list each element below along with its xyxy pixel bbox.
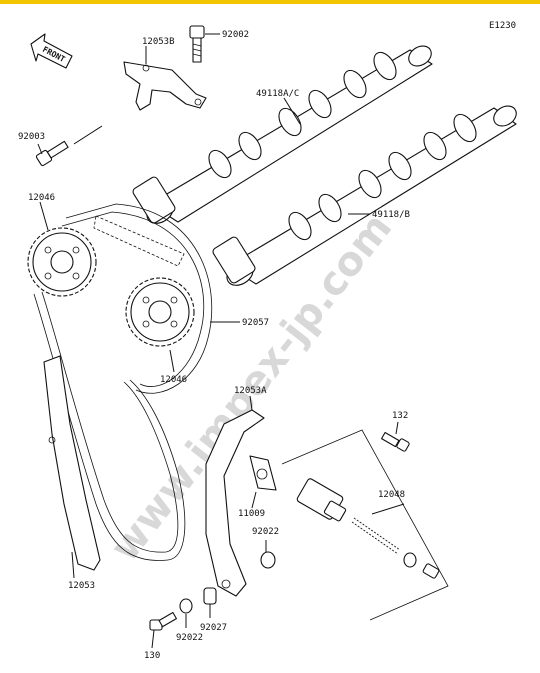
label-130: 130 (144, 651, 160, 661)
tensioner-assembly (281, 429, 449, 621)
chain-guide-12053 (43, 355, 101, 571)
label-11009: 11009 (238, 509, 265, 519)
label-92057: 92057 (242, 318, 269, 328)
camshaft-lower (212, 105, 517, 286)
sprocket-upper (27, 227, 97, 297)
label-12048: 12048 (378, 490, 405, 500)
accent-bar (0, 0, 540, 4)
label-92022-b: 92022 (176, 633, 203, 643)
parts-diagram: www.impex-jp.com E1230 FRONT 92002 12053… (0, 4, 540, 669)
label-12053: 12053 (68, 581, 95, 591)
label-12046-low: 12046 (160, 375, 187, 385)
label-92027: 92027 (200, 623, 227, 633)
diagram-code: E1230 (489, 21, 516, 31)
label-132: 132 (392, 411, 408, 421)
bolt-92003 (35, 140, 69, 167)
bolt-130 (149, 611, 177, 631)
chain-guide-12053A (205, 409, 265, 597)
camshaft-upper (132, 45, 433, 224)
bolt-92002 (189, 25, 205, 63)
label-12053A: 12053A (234, 386, 267, 396)
gasket-11009 (249, 455, 277, 491)
bolt-132 (381, 431, 410, 452)
sprocket-lower (125, 277, 195, 347)
collar-92027 (203, 587, 217, 605)
label-49118B: 49118/B (372, 210, 410, 220)
washer-92022-b (179, 598, 193, 614)
label-92003: 92003 (18, 132, 45, 142)
label-92022-a: 92022 (252, 527, 279, 537)
front-arrow-icon: FRONT (30, 33, 73, 69)
label-12046-top: 12046 (28, 193, 55, 203)
label-49118AC: 49118A/C (256, 89, 299, 99)
label-12053B: 12053B (142, 37, 175, 47)
label-92002: 92002 (222, 30, 249, 40)
washer-92022-a (260, 551, 276, 569)
guide-bracket-12053B (123, 61, 207, 111)
cam-chain (33, 203, 213, 561)
